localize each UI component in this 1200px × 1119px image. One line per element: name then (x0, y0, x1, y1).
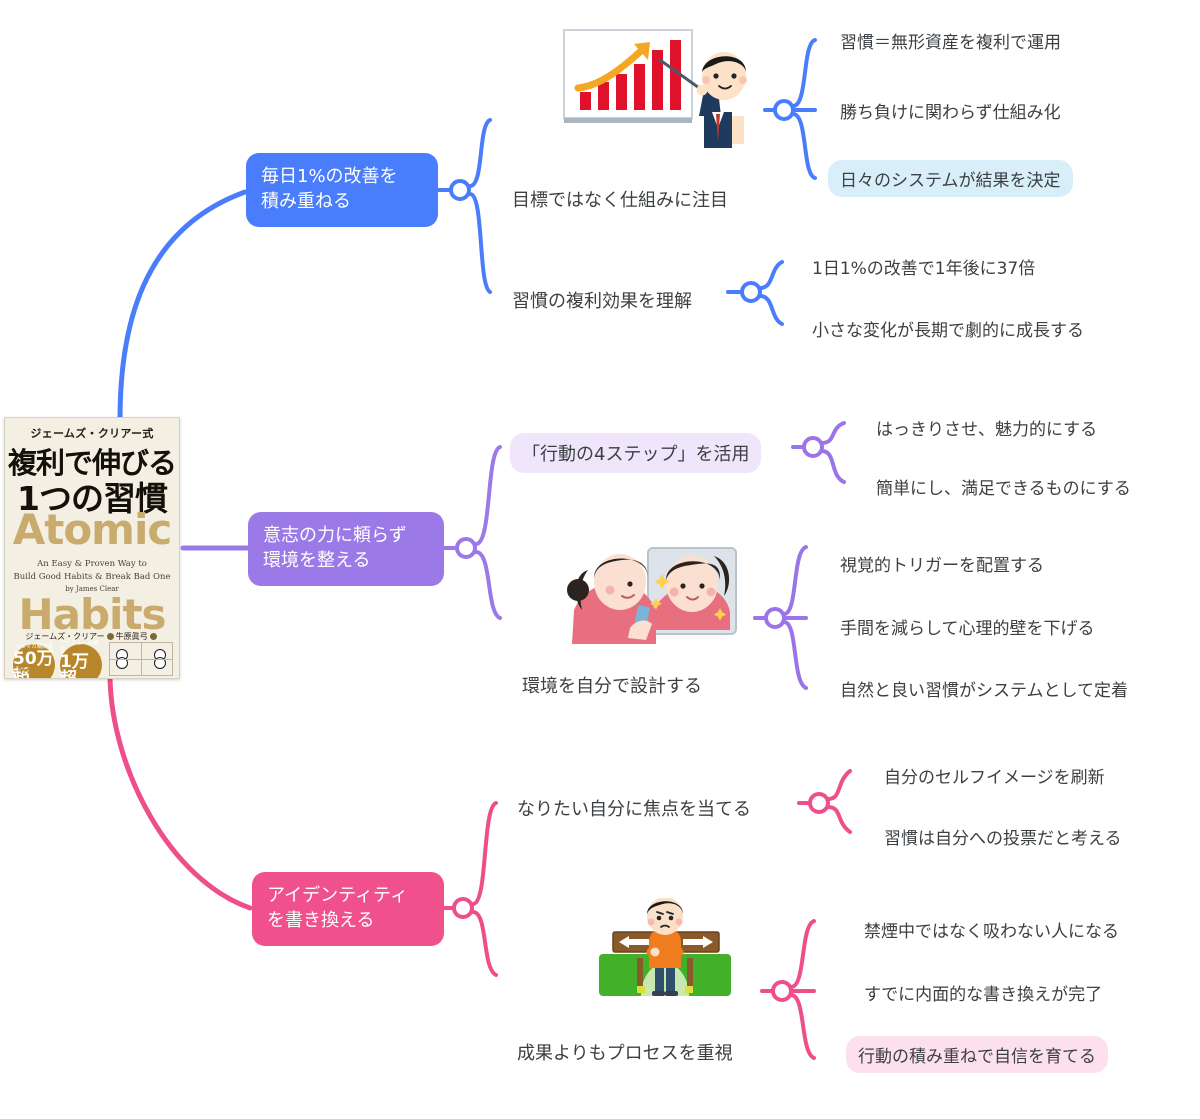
branch-node-environment[interactable]: 意志の力に頼らず 環境を整える (248, 512, 444, 586)
face-icon-top-left (116, 649, 128, 661)
face-icon-bottom-right (154, 657, 166, 669)
book-tagline-line1: An Easy & Proven Way to (37, 559, 147, 569)
sub-topic-four-steps[interactable]: 「行動の4ステップ」を活用 (510, 433, 762, 473)
badge-academy: アカデミー卒業生 1万超 (60, 641, 102, 679)
book-tagline-line2: Build Good Habits & Break Bad One (13, 571, 171, 582)
illustration-person-crossroads (595, 898, 735, 1006)
leaf-make-obvious-attractive[interactable]: はっきりさせ、魅力的にする (876, 420, 1098, 440)
badge-newsletter: メルマガ購読者 50万超 (13, 643, 55, 679)
badge-newsletter-caption: メルマガ購読者 (14, 643, 54, 650)
book-title-habits: Habits (18, 590, 166, 639)
leaf-inner-rewrite-complete[interactable]: すでに内面的な書き換えが完了 (864, 985, 1103, 1005)
book-translator-name: 牛原眞弓 (115, 632, 148, 641)
book-author-row: ジェームズ・クリアー 牛原眞弓 (5, 631, 179, 642)
sub-topic-focus-on-systems[interactable]: 目標ではなく仕組みに注目 (512, 190, 728, 211)
leaf-habits-become-system[interactable]: 自然と良い習慣がシステムとして定着 (840, 681, 1128, 701)
sub-topic-compound-effect[interactable]: 習慣の複利効果を理解 (512, 291, 692, 312)
book-subtitle: ジェームズ・クリアー式 (30, 427, 154, 440)
illustration-businessman-bar-chart (556, 24, 766, 154)
face-icon-bottom-left (116, 657, 128, 669)
leaf-make-easy-satisfying[interactable]: 簡単にし、満足できるものにする (876, 479, 1131, 499)
leaf-visual-triggers[interactable]: 視覚的トリガーを配置する (840, 556, 1044, 576)
leaf-reduce-friction[interactable]: 手間を減らして心理的壁を下げる (840, 619, 1095, 639)
badge-academy-caption: アカデミー卒業生 (60, 641, 99, 653)
badge-academy-number: 1万超 (60, 652, 89, 679)
central-book-cover[interactable]: ジェームズ・クリアー式 複利で伸びる 1つの習慣 Atomic An Easy … (4, 417, 180, 679)
leaf-small-change-dramatic-growth[interactable]: 小さな変化が長期で劇的に成長する (812, 321, 1084, 341)
sub-topic-desired-self[interactable]: なりたい自分に焦点を当てる (517, 799, 751, 820)
leaf-become-nonsmoker[interactable]: 禁煙中ではなく吸わない人になる (864, 922, 1119, 942)
book-title-atomic: Atomic (12, 505, 173, 554)
book-four-faces-diagram (109, 642, 173, 676)
illustration-woman-mirror (566, 540, 752, 652)
branch-node-daily-1-percent[interactable]: 毎日1%の改善を 積み重ねる (246, 153, 438, 227)
sub-topic-design-environment[interactable]: 環境を自分で設計する (522, 676, 702, 697)
book-author-name: ジェームズ・クリアー (25, 632, 105, 641)
book-byline: by James Clear (65, 584, 119, 593)
leaf-build-confidence[interactable]: 行動の積み重ねで自信を育てる (846, 1036, 1108, 1073)
book-tagline: An Easy & Proven Way to Build Good Habit… (5, 558, 179, 594)
sub-topic-process-over-outcome[interactable]: 成果よりもプロセスを重視 (517, 1043, 733, 1064)
author-dot-icon (106, 633, 114, 640)
translator-dot-icon (149, 633, 157, 640)
face-icon-top-right (154, 649, 166, 661)
leaf-habit-compound-asset[interactable]: 習慣＝無形資産を複利で運用 (840, 33, 1061, 53)
leaf-daily-system-decides[interactable]: 日々のシステムが結果を決定 (828, 160, 1073, 197)
leaf-habits-are-votes[interactable]: 習慣は自分への投票だと考える (884, 829, 1122, 849)
book-title-line1: 複利で伸びる (7, 446, 177, 480)
badge-newsletter-number: 50万超 (13, 649, 54, 679)
leaf-37x-per-year[interactable]: 1日1%の改善で1年後に37倍 (812, 259, 1036, 279)
branch-node-identity[interactable]: アイデンティティ を書き換える (252, 872, 444, 946)
book-title-line2: 1つの習慣 (17, 479, 168, 518)
book-badges: メルマガ購読者 50万超 アカデミー卒業生 1万超 (13, 641, 102, 679)
book-footer-text: 幸福! (17, 665, 40, 675)
leaf-renew-self-image[interactable]: 自分のセルフイメージを刷新 (884, 768, 1105, 788)
leaf-systemize-regardless[interactable]: 勝ち負けに関わらず仕組み化 (840, 103, 1061, 123)
